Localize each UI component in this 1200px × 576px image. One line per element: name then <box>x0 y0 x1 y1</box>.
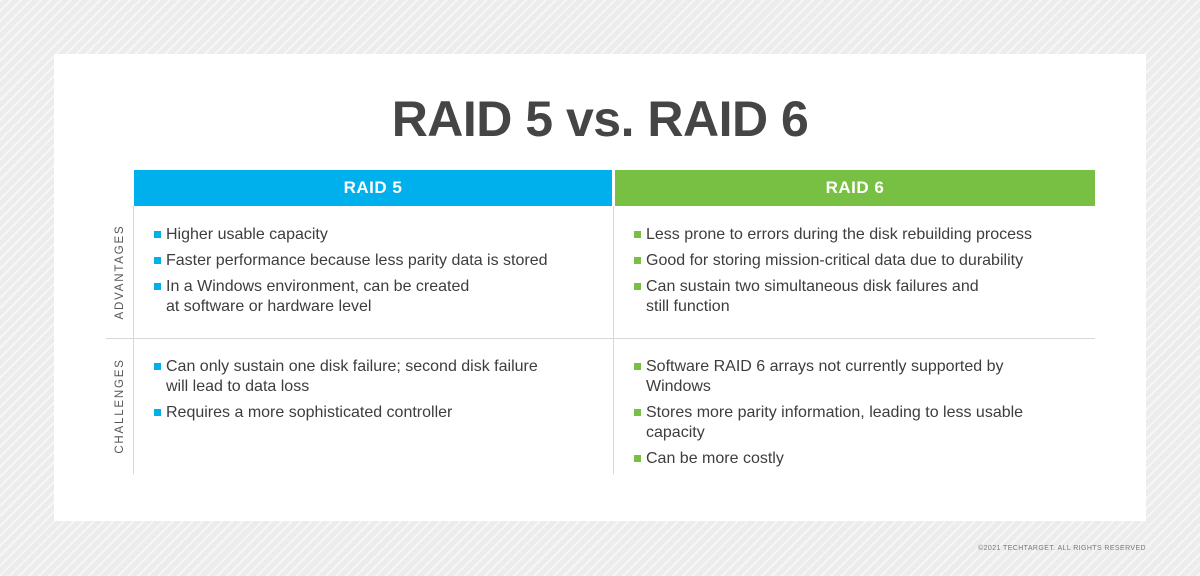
list-item: Higher usable capacity <box>154 225 548 245</box>
list-item-text: at software or hardware level <box>166 298 372 315</box>
column-header-raid6: RAID 6 <box>615 170 1095 206</box>
list-item-text: Higher usable capacity <box>166 226 328 243</box>
list-item: Software RAID 6 arrays not currently sup… <box>634 357 1023 397</box>
square-bullet-icon <box>634 363 641 370</box>
list-item-text: will lead to data loss <box>166 378 310 395</box>
list-item: Less prone to errors during the disk reb… <box>634 225 1032 245</box>
square-bullet-icon <box>634 409 641 416</box>
column-header-raid5: RAID 5 <box>134 170 612 206</box>
list-item-text: Stores more parity information, leading … <box>646 404 1024 421</box>
square-bullet-icon <box>154 257 161 264</box>
square-bullet-icon <box>634 455 641 462</box>
list-item: Can sustain two simultaneous disk failur… <box>634 277 1032 317</box>
list-item: In a Windows environment, can be created… <box>154 277 548 317</box>
list-item: Requires a more sophisticated controller <box>154 403 538 423</box>
left-divider <box>133 206 134 474</box>
square-bullet-icon <box>634 257 641 264</box>
comparison-card <box>54 54 1146 521</box>
row-label-challenges: CHALLENGES <box>114 358 126 454</box>
list-item-text: Software RAID 6 arrays not currently sup… <box>646 358 1004 375</box>
list-item-text: Requires a more sophisticated controller <box>166 404 453 421</box>
raid6-advantages-list: Less prone to errors during the disk reb… <box>634 225 1032 323</box>
list-item: Can only sustain one disk failure; secon… <box>154 357 538 397</box>
list-item-text: Less prone to errors during the disk reb… <box>646 226 1032 243</box>
list-item: Can be more costly <box>634 449 1023 469</box>
list-item-text: Can only sustain one disk failure; secon… <box>166 358 538 375</box>
copyright-notice: ©2021 TECHTARGET. ALL RIGHTS RESERVED <box>978 545 1146 552</box>
page-title: RAID 5 vs. RAID 6 <box>391 91 809 147</box>
square-bullet-icon <box>154 231 161 238</box>
square-bullet-icon <box>154 363 161 370</box>
list-item: Stores more parity information, leading … <box>634 403 1023 443</box>
list-item-text: Can sustain two simultaneous disk failur… <box>646 278 979 295</box>
list-item: Good for storing mission-critical data d… <box>634 251 1032 271</box>
square-bullet-icon <box>154 283 161 290</box>
square-bullet-icon <box>634 283 641 290</box>
square-bullet-icon <box>634 231 641 238</box>
list-item-text: capacity <box>646 424 705 441</box>
list-item-text: In a Windows environment, can be created <box>166 278 470 295</box>
list-item-text: Can be more costly <box>646 450 784 467</box>
list-item-text: Windows <box>646 378 711 395</box>
raid6-challenges-list: Software RAID 6 arrays not currently sup… <box>634 357 1023 475</box>
center-divider <box>613 206 614 474</box>
list-item-text: still function <box>646 298 730 315</box>
list-item: Faster performance because less parity d… <box>154 251 548 271</box>
list-item-text: Faster performance because less parity d… <box>166 252 548 269</box>
raid5-challenges-list: Can only sustain one disk failure; secon… <box>154 357 538 429</box>
list-item-text: Good for storing mission-critical data d… <box>646 252 1024 269</box>
row-divider <box>106 338 1095 339</box>
square-bullet-icon <box>154 409 161 416</box>
